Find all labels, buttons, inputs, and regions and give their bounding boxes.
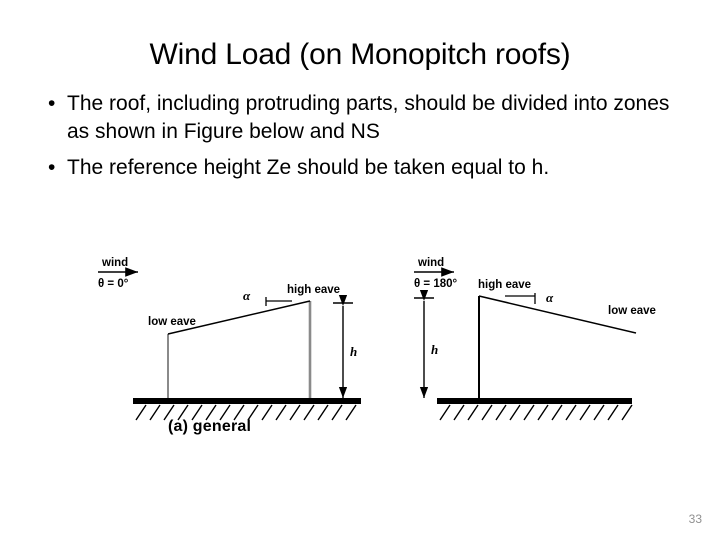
roof-slope-left xyxy=(167,300,311,335)
list-item-text: The reference height Ze should be taken … xyxy=(67,156,550,179)
angle-label-right: α xyxy=(546,290,554,305)
list-item-text: The roof, including protruding parts, sh… xyxy=(67,92,670,143)
bullet-marker-icon: • xyxy=(48,156,56,179)
bullet-list: • The roof, including protruding parts, … xyxy=(30,90,690,190)
figure-caption: (a) general xyxy=(168,418,252,435)
high-eave-label-left: high eave xyxy=(287,284,340,296)
roof-slope-right xyxy=(478,295,637,334)
bullet-marker-icon: • xyxy=(48,92,56,115)
monopitch-roof-figure: wind θ = 0° low eave high eave α xyxy=(80,238,680,453)
page-title: Wind Load (on Monopitch roofs) xyxy=(149,38,571,71)
height-label-left: h xyxy=(350,344,357,359)
diagram-theta-0: wind θ = 0° low eave high eave α xyxy=(98,257,361,421)
ground-hatch-left xyxy=(135,404,357,421)
low-eave-label-right: low eave xyxy=(608,305,656,317)
wind-label-right: wind xyxy=(417,257,444,269)
height-label-right: h xyxy=(431,342,438,357)
page-number: 33 xyxy=(688,512,702,526)
wind-label-left: wind xyxy=(101,257,128,269)
diagram-theta-180: wind θ = 180° high eave low eave α h xyxy=(414,257,656,421)
ground-hatch-right xyxy=(439,404,633,421)
angle-label-left: α xyxy=(243,288,251,303)
low-eave-label-left: low eave xyxy=(148,316,196,328)
list-item: • The reference height Ze should be take… xyxy=(30,154,690,182)
ground-bar-right xyxy=(437,398,632,404)
theta-label-left: θ = 0° xyxy=(98,278,129,290)
monopitch-roof-svg: wind θ = 0° low eave high eave α xyxy=(98,257,656,421)
ground-bar-left xyxy=(133,398,361,404)
list-item: • The roof, including protruding parts, … xyxy=(30,90,690,146)
theta-label-right: θ = 180° xyxy=(414,278,458,290)
high-eave-label-right: high eave xyxy=(478,279,531,291)
